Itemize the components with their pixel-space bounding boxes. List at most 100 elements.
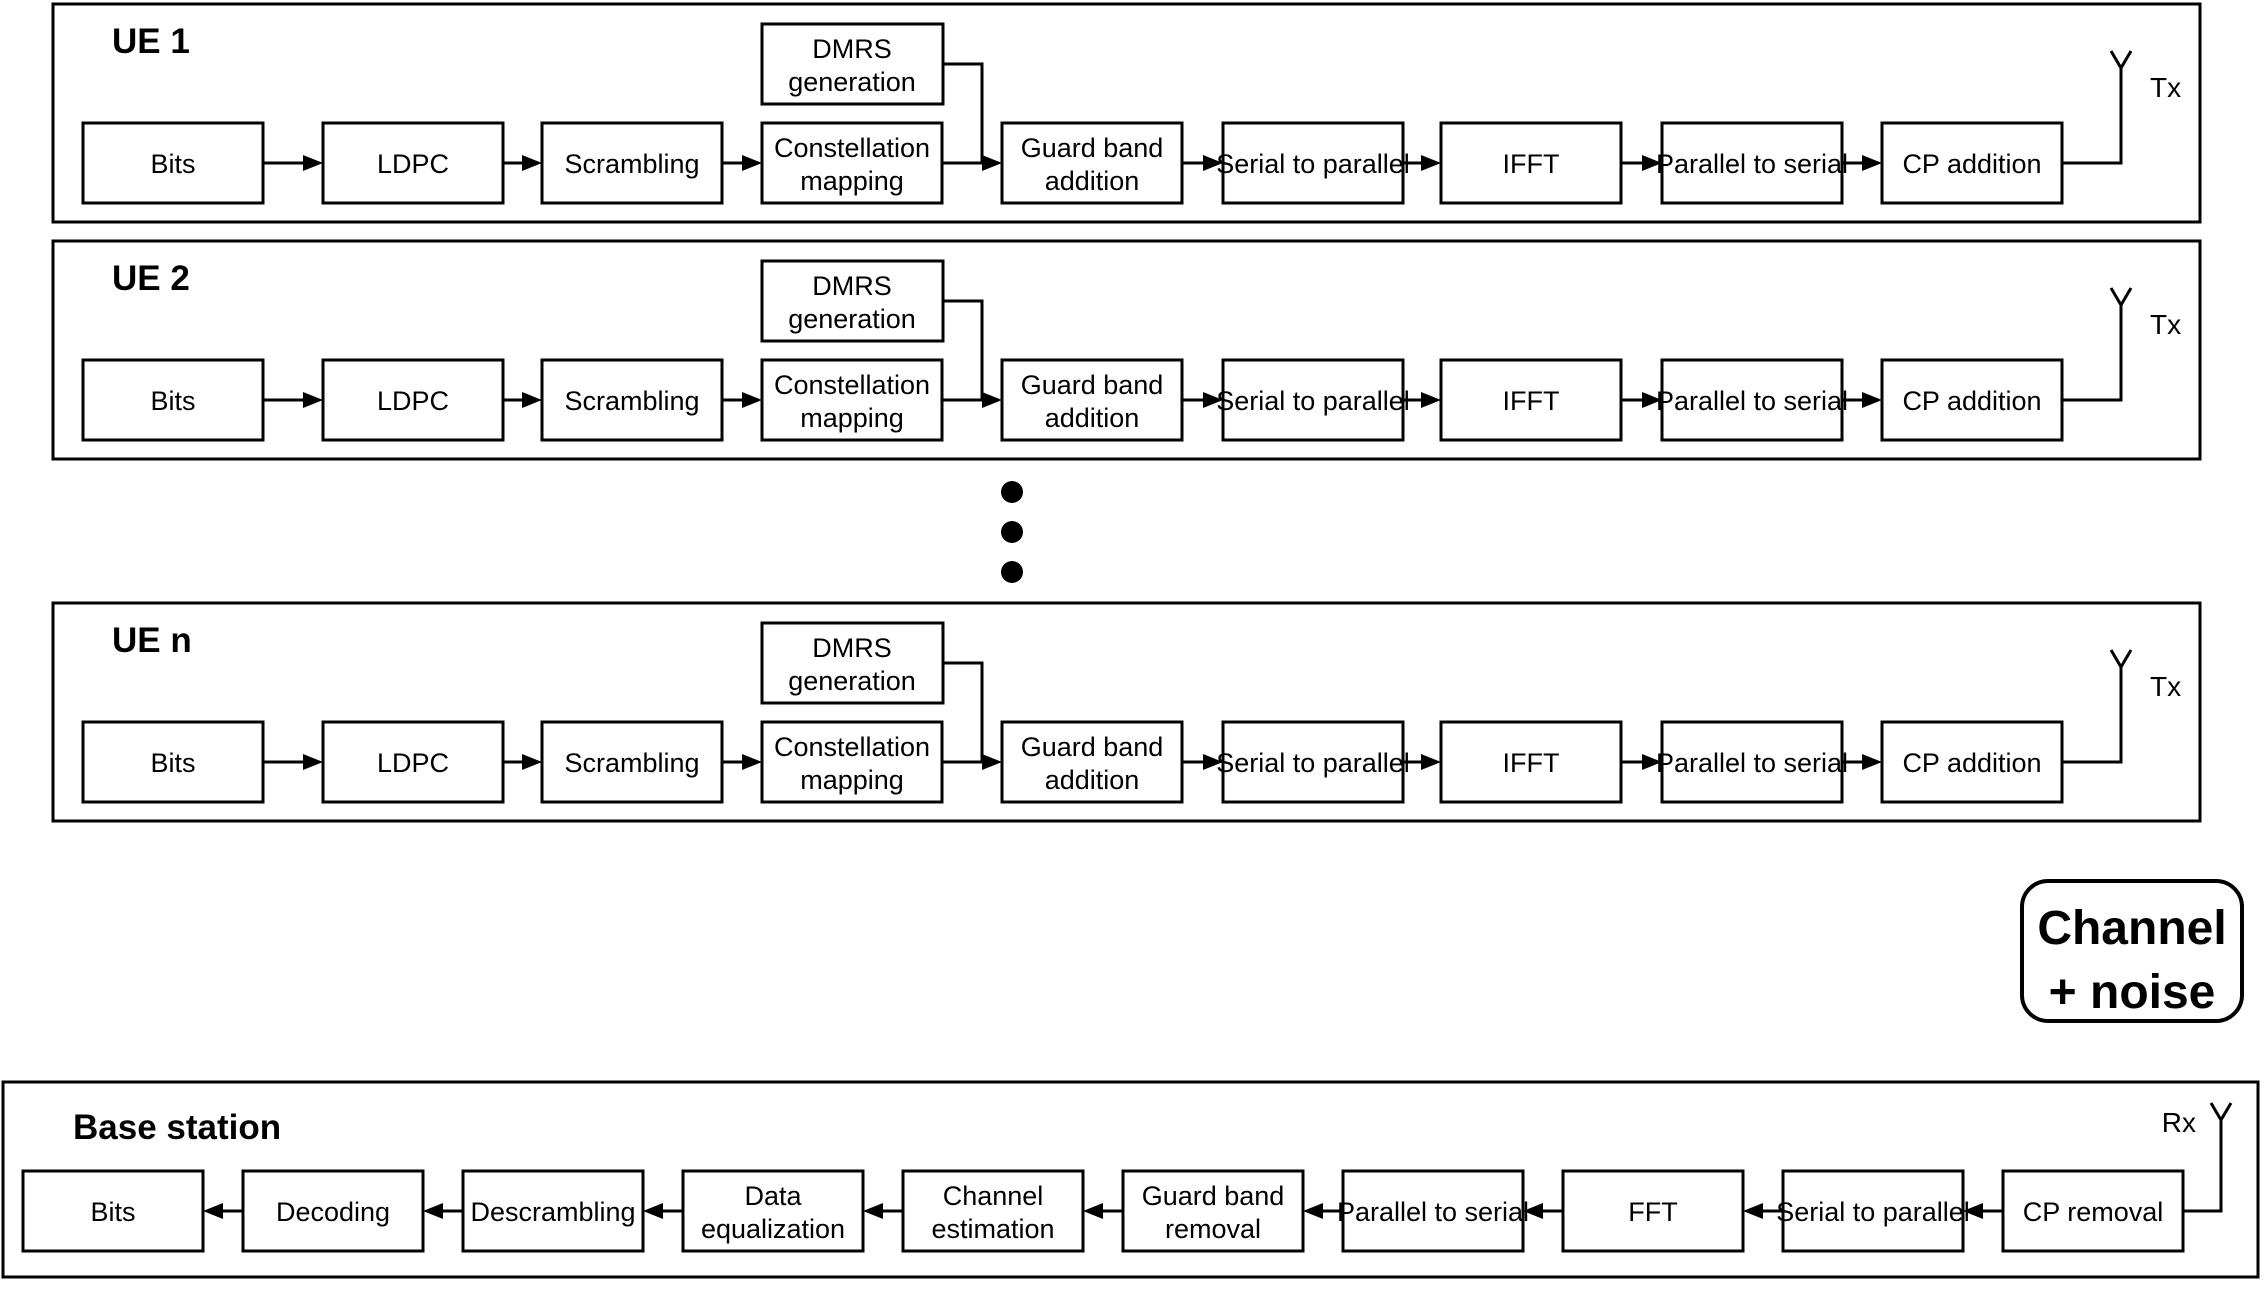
ue-1-block-bits-label: Bits	[150, 149, 195, 179]
vertical-ellipsis-dot	[1001, 521, 1023, 543]
ue-2-block-cp-addition-label: CP addition	[1902, 386, 2041, 416]
ue-1-dmrs-connector-line	[943, 62, 984, 163]
ue-1-block-constellation-mapping-label: mapping	[800, 166, 904, 196]
ue-2-flow-arrow-head	[522, 392, 542, 408]
base-station-block-serial-to-parallel-box	[1781, 1169, 1965, 1253]
ue-1-block-cp-addition-label: CP addition	[1902, 149, 2041, 179]
ue-1-flow-arrow-head	[303, 155, 323, 171]
ue-1-block-scrambling-label: Scrambling	[564, 149, 699, 179]
ue-2-tx-antenna-icon	[2109, 287, 2123, 306]
ue-2-block-serial-to-parallel-label: Serial to parallel	[1216, 386, 1410, 416]
base-station-block-channel-estimation-label: Channel	[943, 1181, 1044, 1211]
ue-2-flow-arrow-head	[303, 392, 323, 408]
base-station-flow-arrow-head	[1083, 1203, 1103, 1219]
base-station-flow-arrow-head	[643, 1203, 663, 1219]
base-station-block-channel-estimation-box	[901, 1169, 1085, 1253]
ue-n-block-serial-to-parallel-label: Serial to parallel	[1216, 748, 1410, 778]
base-station-block-guard-band-removal-label: Guard band	[1142, 1181, 1285, 1211]
base-station-block-data-equalization-label: equalization	[701, 1214, 845, 1244]
rx-antenna-icon	[2219, 1102, 2233, 1121]
ue-1-flow-arrow-head	[1862, 155, 1882, 171]
ue-1-tx-antenna-icon	[2119, 50, 2133, 69]
ue-1-title: UE 1	[112, 22, 190, 61]
ue-1-block-bits-box	[81, 121, 265, 205]
ue-n-block-parallel-to-serial-label: Parallel to serial	[1656, 748, 1848, 778]
ue-1-block-parallel-to-serial-label: Parallel to serial	[1656, 149, 1848, 179]
ue-n-block-cp-addition-box	[1880, 720, 2064, 804]
ue-n-block-dmrs-generation-box	[760, 621, 945, 705]
ue-2-block-constellation-mapping-label: Constellation	[774, 370, 930, 400]
ue-n-tx-antenna-icon	[2109, 649, 2123, 668]
base-station-block-guard-band-removal-label: removal	[1165, 1214, 1261, 1244]
ue-2-flow-arrow-head	[1862, 392, 1882, 408]
ue-2-block-dmrs-generation-box	[760, 259, 945, 343]
base-station-block-data-equalization-box	[681, 1169, 865, 1253]
ue-n-flow-arrow-head	[1642, 754, 1662, 770]
ue-1-flow-arrow-head	[1421, 155, 1441, 171]
base-station-flow-arrow-head	[1743, 1203, 1763, 1219]
ue-1-block-guard-band-addition-label: Guard band	[1021, 133, 1164, 163]
ue-1-block-cp-addition-box	[1880, 121, 2064, 205]
base-station-block-parallel-to-serial-box	[1341, 1169, 1525, 1253]
ue-2-tx-antenna-icon-wire	[2062, 305, 2123, 402]
ue-n-flow-arrow-head	[522, 754, 542, 770]
ue-n-block-guard-band-addition-label: addition	[1045, 765, 1140, 795]
ue-2-block-guard-band-addition-label: addition	[1045, 403, 1140, 433]
ue-1-block-ldpc-label: LDPC	[377, 149, 449, 179]
ue-1-flow-arrow-head	[982, 155, 1002, 171]
ue-2-flow-arrow-head	[1203, 392, 1223, 408]
ue-2-block-guard-band-addition-box	[1000, 358, 1184, 442]
base-station-block-decoding-label: Decoding	[276, 1197, 390, 1227]
ue-n-block-constellation-mapping-label: Constellation	[774, 732, 930, 762]
ue-n-block-cp-addition-label: CP addition	[1902, 748, 2041, 778]
ue-n-block-dmrs-generation-label: DMRS	[812, 633, 892, 663]
ue-2-block-parallel-to-serial-box	[1660, 358, 1844, 442]
base-station-block-fft-label: FFT	[1628, 1197, 1677, 1227]
ue-2-block-ldpc-label: LDPC	[377, 386, 449, 416]
ue-n-block-scrambling-label: Scrambling	[564, 748, 699, 778]
base-station-flow-arrow-head	[1303, 1203, 1323, 1219]
channel-noise-label: Channel	[2037, 902, 2226, 955]
ue-2-block-ifft-label: IFFT	[1503, 386, 1560, 416]
ue-2-block-bits-label: Bits	[150, 386, 195, 416]
ue-n-block-bits-label: Bits	[150, 748, 195, 778]
base-station-block-data-equalization-label: Data	[744, 1181, 802, 1211]
ue-1-block-parallel-to-serial-box	[1660, 121, 1844, 205]
ue-repetition-ellipsis	[1001, 481, 1023, 583]
base-station-block-guard-band-removal-box	[1121, 1169, 1305, 1253]
ue-1-block-constellation-mapping-box	[760, 121, 944, 205]
ue-2-block-scrambling-label: Scrambling	[564, 386, 699, 416]
vertical-ellipsis-dot	[1001, 561, 1023, 583]
ue-2-block-serial-to-parallel-box	[1221, 358, 1405, 442]
ue-2-flow-arrow-head	[1642, 392, 1662, 408]
base-station-block-bits-label: Bits	[90, 1197, 135, 1227]
base-station-title: Base station	[73, 1108, 281, 1147]
ue-n-block-ldpc-label: LDPC	[377, 748, 449, 778]
vertical-ellipsis-dot	[1001, 481, 1023, 503]
channel-noise-box	[2020, 879, 2244, 1023]
ue-n-tx-antenna-icon	[2119, 649, 2133, 668]
ue-n-flow-arrow-head	[1203, 754, 1223, 770]
base-station-flow-arrow-head	[1963, 1203, 1983, 1219]
base-station-block-bits-box	[21, 1169, 205, 1253]
ue-1-block-dmrs-generation-label: generation	[788, 67, 916, 97]
ue-2-block-ldpc-box	[321, 358, 505, 442]
rx-antenna-icon	[2209, 1102, 2223, 1121]
ue-1-block-serial-to-parallel-box	[1221, 121, 1405, 205]
base-station-block-descrambling-box	[461, 1169, 645, 1253]
ue-1-block-guard-band-addition-box	[1000, 121, 1184, 205]
ue-1-block-ldpc-box	[321, 121, 505, 205]
ue-n-tx-antenna-label: Tx	[2150, 671, 2181, 702]
ue-n-flow-arrow-head	[742, 754, 762, 770]
base-station-block-serial-to-parallel-label: Serial to parallel	[1776, 1197, 1970, 1227]
ue-1-block-dmrs-generation-box	[760, 22, 945, 106]
ue-2-title: UE 2	[112, 259, 190, 298]
ue-n-dmrs-connector-line	[943, 661, 984, 762]
ue-n-title: UE n	[112, 621, 192, 660]
ue-2-tx-antenna-label: Tx	[2150, 309, 2181, 340]
ue-2-flow-arrow-head	[742, 392, 762, 408]
ue-1-block-dmrs-generation-label: DMRS	[812, 34, 892, 64]
